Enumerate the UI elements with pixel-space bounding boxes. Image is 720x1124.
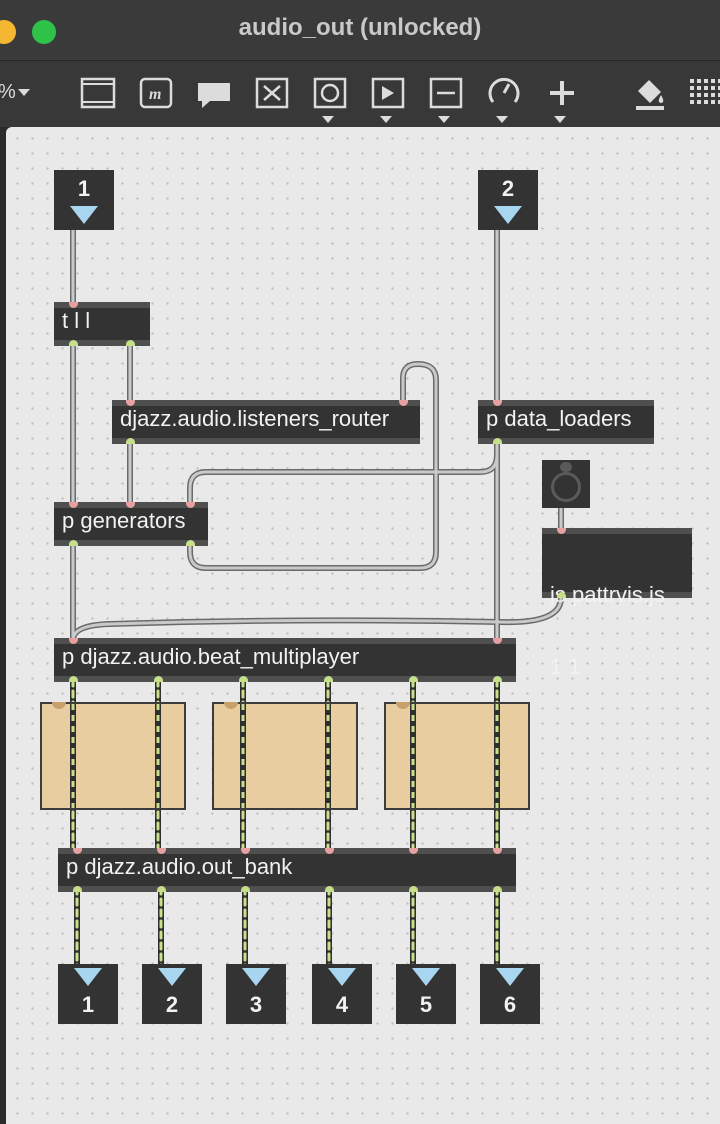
inlet-2[interactable]: 2 — [478, 170, 538, 230]
outlet-port[interactable] — [73, 886, 82, 892]
beat-multiplayer-object[interactable]: p djazz.audio.beat_multiplayer — [54, 638, 516, 682]
outlet-port[interactable] — [241, 886, 250, 892]
outlet-arrow-icon — [328, 968, 356, 986]
outlet-port[interactable] — [239, 676, 248, 682]
inlet-1[interactable]: 1 — [54, 170, 114, 230]
panel-1[interactable] — [40, 702, 186, 810]
outlet-3[interactable]: 3 — [226, 964, 286, 1024]
message-box-icon[interactable]: m — [136, 73, 176, 113]
inlet-1-label: 1 — [77, 176, 91, 201]
listeners-router-object[interactable]: djazz.audio.listeners_router — [112, 400, 420, 444]
outlet-2-label: 2 — [165, 992, 179, 1017]
outlet-arrow-icon — [412, 968, 440, 986]
panel-3[interactable] — [384, 702, 530, 810]
inlet-port[interactable] — [186, 502, 195, 508]
inlet-port[interactable] — [241, 848, 250, 854]
outlet-port[interactable] — [557, 592, 566, 598]
outlet-port[interactable] — [409, 886, 418, 892]
outlet-1-label: 1 — [81, 992, 95, 1017]
inlet-port[interactable] — [157, 848, 166, 854]
outlet-port[interactable] — [493, 676, 502, 682]
outlet-6-label: 6 — [503, 992, 517, 1017]
zoom-label[interactable]: % — [0, 81, 16, 104]
inlet-port[interactable] — [73, 848, 82, 854]
button-icon[interactable] — [310, 73, 350, 113]
pattrvis-js-object[interactable]: js pattrvis.js 1 1 — [542, 528, 692, 679]
bang-button[interactable] — [542, 460, 590, 508]
window-title: audio_out (unlocked) — [238, 14, 482, 41]
outlet-5[interactable]: 5 — [396, 964, 456, 1024]
grid-icon[interactable] — [688, 73, 720, 113]
zoom-dropdown-icon[interactable] — [18, 89, 30, 96]
inlet-port[interactable] — [126, 400, 135, 406]
outlet-port[interactable] — [126, 438, 135, 444]
inlet-port[interactable] — [493, 848, 502, 854]
outlet-arrow-icon — [242, 968, 270, 986]
pattrvis-line-2: 1 1 — [550, 654, 581, 679]
comment-icon[interactable] — [194, 73, 234, 113]
dial-icon[interactable] — [484, 73, 524, 113]
toggle-icon[interactable] — [252, 73, 292, 113]
inlet-2-label: 2 — [501, 176, 515, 201]
inlet-port[interactable] — [126, 502, 135, 508]
out-bank-object[interactable]: p djazz.audio.out_bank — [58, 848, 516, 892]
outlet-port[interactable] — [409, 676, 418, 682]
title-bar: audio_out (unlocked) — [0, 0, 720, 60]
outlet-3-label: 3 — [249, 992, 263, 1017]
outlet-arrow-icon — [74, 968, 102, 986]
play-dropdown-icon[interactable] — [380, 116, 392, 123]
outlet-port[interactable] — [493, 886, 502, 892]
panel-2[interactable] — [212, 702, 358, 810]
outlet-port[interactable] — [157, 886, 166, 892]
outlet-port[interactable] — [69, 540, 78, 546]
outlet-arrow-icon — [496, 968, 524, 986]
outlet-port[interactable] — [69, 340, 78, 346]
inlet-arrow-icon — [494, 206, 522, 224]
bang-knob-icon — [560, 462, 572, 472]
dial-dropdown-icon[interactable] — [496, 116, 508, 123]
inlet-port[interactable] — [69, 502, 78, 508]
generators-object[interactable]: p generators — [54, 502, 208, 546]
outlet-port[interactable] — [324, 676, 333, 682]
button-dropdown-icon[interactable] — [322, 116, 334, 123]
data-loaders-object[interactable]: p data_loaders — [478, 400, 654, 444]
add-dropdown-icon[interactable] — [554, 116, 566, 123]
inlet-port[interactable] — [493, 638, 502, 644]
toolbar: % m — [0, 60, 720, 127]
slider-icon[interactable] — [426, 73, 466, 113]
outlet-port[interactable] — [69, 676, 78, 682]
inlet-port[interactable] — [399, 400, 408, 406]
minimize-button[interactable] — [0, 20, 16, 44]
inlet-arrow-icon — [70, 206, 98, 224]
patcher-frame-icon[interactable] — [78, 73, 118, 113]
paint-bucket-icon[interactable] — [630, 73, 670, 113]
outlet-port[interactable] — [154, 676, 163, 682]
inlet-port[interactable] — [69, 302, 78, 308]
outlet-4[interactable]: 4 — [312, 964, 372, 1024]
outlet-arrow-icon — [158, 968, 186, 986]
outlet-1[interactable]: 1 — [58, 964, 118, 1024]
outlet-5-label: 5 — [419, 992, 433, 1017]
inlet-port[interactable] — [409, 848, 418, 854]
pattrvis-line-1: js pattrvis.js — [550, 582, 665, 607]
inlet-port[interactable] — [69, 638, 78, 644]
zoom-button[interactable] — [32, 20, 56, 44]
slider-dropdown-icon[interactable] — [438, 116, 450, 123]
inlet-port[interactable] — [325, 848, 334, 854]
play-icon[interactable] — [368, 73, 408, 113]
inlet-port[interactable] — [557, 528, 566, 534]
outlet-port[interactable] — [325, 886, 334, 892]
outlet-6[interactable]: 6 — [480, 964, 540, 1024]
add-icon[interactable] — [542, 73, 582, 113]
outlet-port[interactable] — [126, 340, 135, 346]
outlet-2[interactable]: 2 — [142, 964, 202, 1024]
trigger-object[interactable]: t l l — [54, 302, 150, 346]
outlet-port[interactable] — [186, 540, 195, 546]
bang-ring-icon — [551, 472, 581, 502]
inlet-port[interactable] — [493, 400, 502, 406]
outlet-4-label: 4 — [335, 992, 349, 1017]
svg-text:m: m — [149, 86, 161, 103]
outlet-port[interactable] — [493, 438, 502, 444]
